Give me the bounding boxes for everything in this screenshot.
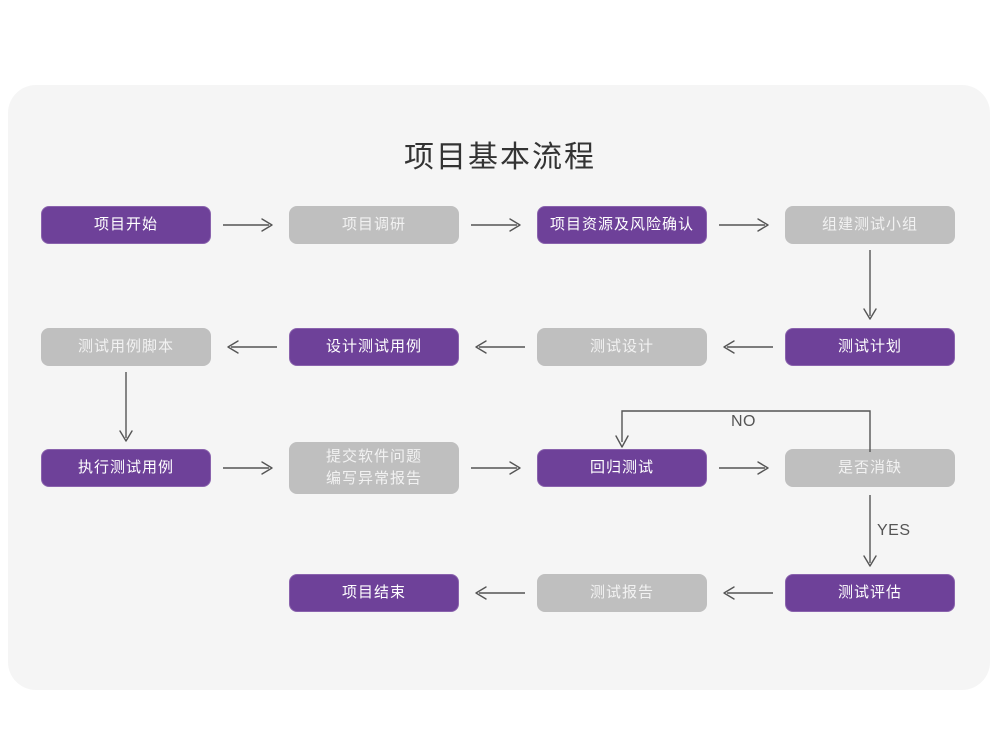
node-submit-defect-report[interactable]: 提交软件问题 编写异常报告	[289, 442, 459, 494]
edge-test-plan-to-test-design	[718, 336, 774, 358]
node-label: 测试报告	[589, 584, 654, 601]
page-title: 项目基本流程	[404, 141, 596, 174]
edge-team-to-test-plan	[858, 250, 882, 324]
node-resource-risk-confirm[interactable]: 项目资源及风险确认	[537, 206, 707, 244]
node-label: 项目调研	[341, 216, 406, 233]
node-label: 是否消缺	[837, 459, 902, 476]
node-label: 测试计划	[837, 338, 902, 355]
edge-research-to-resource	[470, 214, 526, 236]
node-label: 测试设计	[589, 338, 654, 355]
node-label: 项目结束	[341, 584, 406, 601]
edge-decision-no-loop-to-regression	[615, 410, 877, 452]
edge-label-yes: YES	[877, 522, 911, 539]
node-test-plan[interactable]: 测试计划	[785, 328, 955, 366]
edge-design-case-to-script	[222, 336, 278, 358]
edge-regression-to-decision	[718, 457, 774, 479]
node-test-case-script[interactable]: 测试用例脚本	[41, 328, 211, 366]
edge-start-to-research	[222, 214, 278, 236]
node-execute-test-case[interactable]: 执行测试用例	[41, 449, 211, 487]
edge-evaluation-to-report	[718, 582, 774, 604]
node-label: 执行测试用例	[77, 459, 174, 476]
node-defect-resolved-decision[interactable]: 是否消缺	[785, 449, 955, 487]
node-label: 设计测试用例	[325, 338, 422, 355]
node-project-research[interactable]: 项目调研	[289, 206, 459, 244]
edge-execute-to-submit	[222, 457, 278, 479]
node-test-evaluation[interactable]: 测试评估	[785, 574, 955, 612]
node-project-start[interactable]: 项目开始	[41, 206, 211, 244]
node-label: 项目开始	[93, 216, 158, 233]
edge-report-to-project-end	[470, 582, 526, 604]
edge-script-to-execute	[114, 372, 138, 446]
node-build-test-team[interactable]: 组建测试小组	[785, 206, 955, 244]
node-label: 组建测试小组	[821, 216, 918, 233]
node-label: 回归测试	[589, 459, 654, 476]
node-label: 提交软件问题 编写异常报告	[325, 448, 422, 487]
node-design-test-case[interactable]: 设计测试用例	[289, 328, 459, 366]
node-project-end[interactable]: 项目结束	[289, 574, 459, 612]
edge-submit-to-regression	[470, 457, 526, 479]
edge-decision-yes-to-evaluation	[858, 495, 882, 571]
node-test-report[interactable]: 测试报告	[537, 574, 707, 612]
node-label: 测试用例脚本	[77, 338, 174, 355]
node-regression-test[interactable]: 回归测试	[537, 449, 707, 487]
node-label: 项目资源及风险确认	[549, 216, 694, 233]
node-test-design[interactable]: 测试设计	[537, 328, 707, 366]
edge-test-design-to-design-case	[470, 336, 526, 358]
node-label: 测试评估	[837, 584, 902, 601]
edge-resource-to-team	[718, 214, 774, 236]
edge-label-no: NO	[731, 413, 756, 430]
